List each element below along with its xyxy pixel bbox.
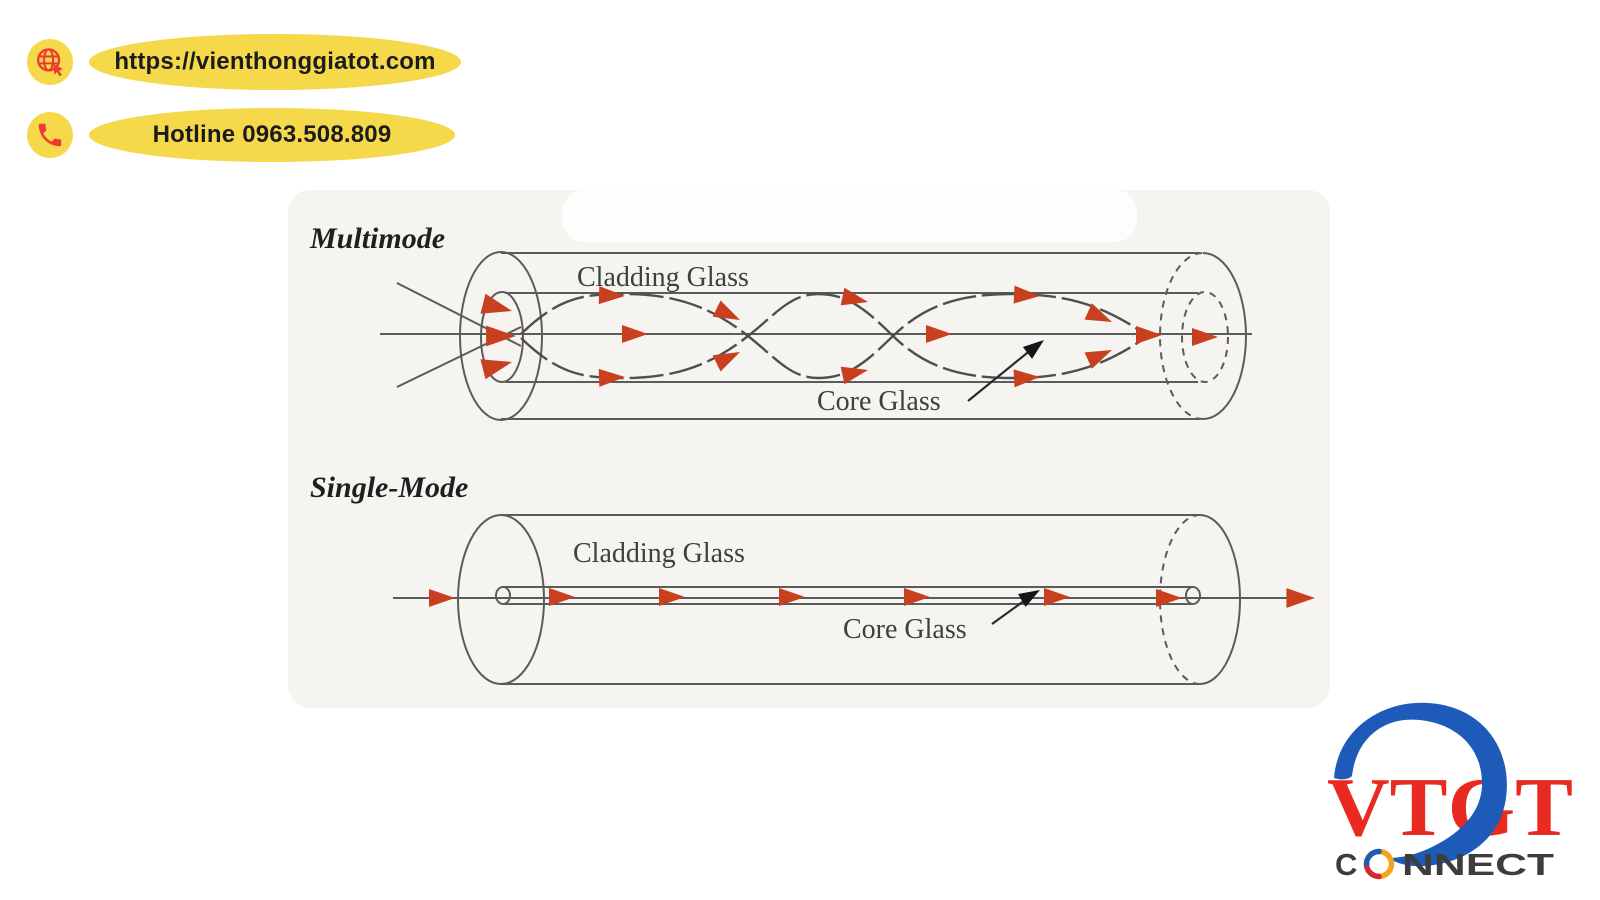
single-mode-core-label: Core Glass (843, 614, 967, 645)
hotline-badge-row: Hotline 0963.508.809 (27, 108, 455, 162)
multimode-core-label: Core Glass (817, 386, 941, 417)
logo-tagline-rest: NNECT (1402, 847, 1554, 882)
single-mode-section: Single-Mode (310, 471, 1315, 685)
logo-swoosh (1334, 702, 1507, 867)
multimode-core-pointer-arrow (967, 334, 1049, 402)
single-mode-cladding-label: Cladding Glass (573, 538, 745, 569)
logo-tagline-c: C (1335, 847, 1357, 882)
website-url-text: https://vienthonggiatot.com (114, 48, 436, 75)
figure-highlight-strip (562, 190, 1137, 242)
hotline-pill[interactable]: Hotline 0963.508.809 (89, 108, 455, 162)
hotline-text: Hotline 0963.508.809 (152, 121, 392, 148)
globe-icon (27, 39, 73, 85)
website-badge-row: https://vienthonggiatot.com (27, 34, 461, 90)
logo-o-ring (1363, 848, 1395, 880)
multimode-cladding-label: Cladding Glass (577, 262, 749, 293)
single-mode-cylinder (457, 514, 1241, 685)
phone-icon (27, 112, 73, 158)
logo-tagline: C NNECT (1335, 847, 1554, 882)
website-url-pill[interactable]: https://vienthonggiatot.com (89, 34, 461, 90)
multimode-light-rays (380, 282, 1252, 388)
single-mode-core-pointer-arrow (991, 583, 1044, 625)
multimode-section: Multimode (309, 222, 1252, 421)
multimode-title: Multimode (309, 222, 445, 255)
vtgt-connect-logo: VTGT C NNECT (1280, 685, 1600, 900)
single-mode-light-ray (393, 588, 1315, 608)
fiber-diagram: Multimode (288, 190, 1330, 708)
single-mode-title: Single-Mode (310, 471, 468, 504)
